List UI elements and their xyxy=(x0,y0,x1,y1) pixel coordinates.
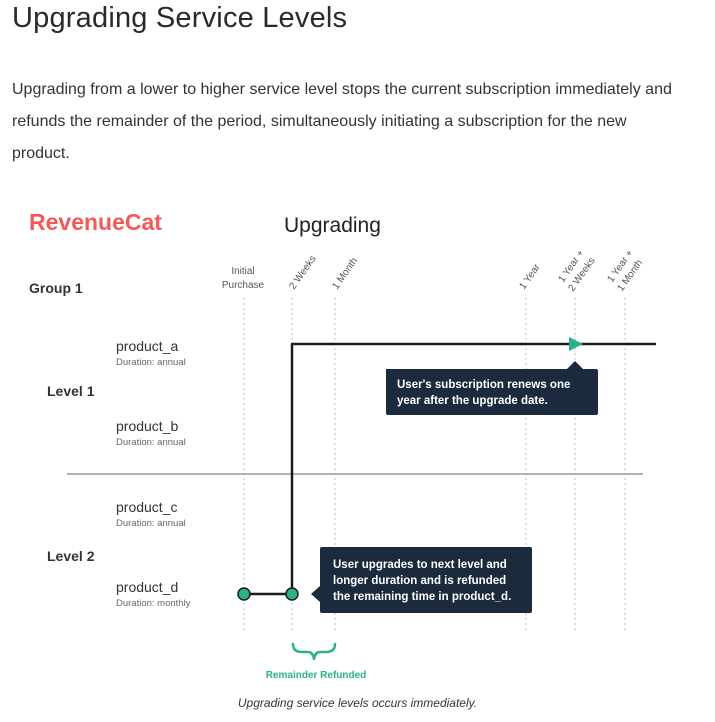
upgrade-callout-line1: User upgrades to next level and xyxy=(333,559,507,571)
page-title: Upgrading Service Levels xyxy=(12,2,348,34)
level-2-label: Level 2 xyxy=(47,548,95,564)
figure-caption: Upgrading service levels occurs immediat… xyxy=(237,696,478,710)
upgrade-callout-line3: the remaining time in product_d. xyxy=(333,591,511,603)
timeline-label-initial-1: Initial xyxy=(231,266,254,277)
upgrade-marker xyxy=(285,587,299,601)
renewal-callout-line2: year after the upgrade date. xyxy=(397,395,548,407)
timeline-label-initial-2: Purchase xyxy=(222,280,265,291)
diagram-title: Upgrading xyxy=(284,214,381,237)
refund-brace-icon xyxy=(291,642,337,661)
timeline-label-1-month: 1 Month xyxy=(330,256,360,292)
upgrade-callout: User upgrades to next level and longer d… xyxy=(311,547,532,613)
product-c-duration: Duration: annual xyxy=(116,518,186,529)
product-c-name: product_c xyxy=(116,499,177,515)
product-d-duration: Duration: monthly xyxy=(116,598,191,609)
upgrading-diagram: RevenueCat Upgrading Group 1 Initial Pur… xyxy=(29,209,656,681)
renewal-callout-line1: User's subscription renews one xyxy=(397,379,570,391)
product-b-name: product_b xyxy=(116,418,178,434)
revenuecat-logo: RevenueCat xyxy=(29,209,162,235)
product-a-name: product_a xyxy=(116,338,178,354)
renewal-arrow-marker xyxy=(569,337,583,351)
timeline-label-1-year: 1 Year xyxy=(517,262,543,292)
upgrade-callout-line2: longer duration and is refunded xyxy=(333,575,506,587)
level-1-label: Level 1 xyxy=(47,383,95,399)
initial-purchase-marker xyxy=(237,587,251,601)
product-d-name: product_d xyxy=(116,579,178,595)
product-a-duration: Duration: annual xyxy=(116,357,186,368)
refund-label: Remainder Refunded xyxy=(266,670,367,681)
group-label: Group 1 xyxy=(29,280,83,296)
intro-paragraph: Upgrading from a lower to higher service… xyxy=(12,81,672,162)
timeline-label-2-weeks: 2 Weeks xyxy=(287,254,318,292)
product-b-duration: Duration: annual xyxy=(116,437,186,448)
renewal-callout: User's subscription renews one year afte… xyxy=(386,361,598,415)
